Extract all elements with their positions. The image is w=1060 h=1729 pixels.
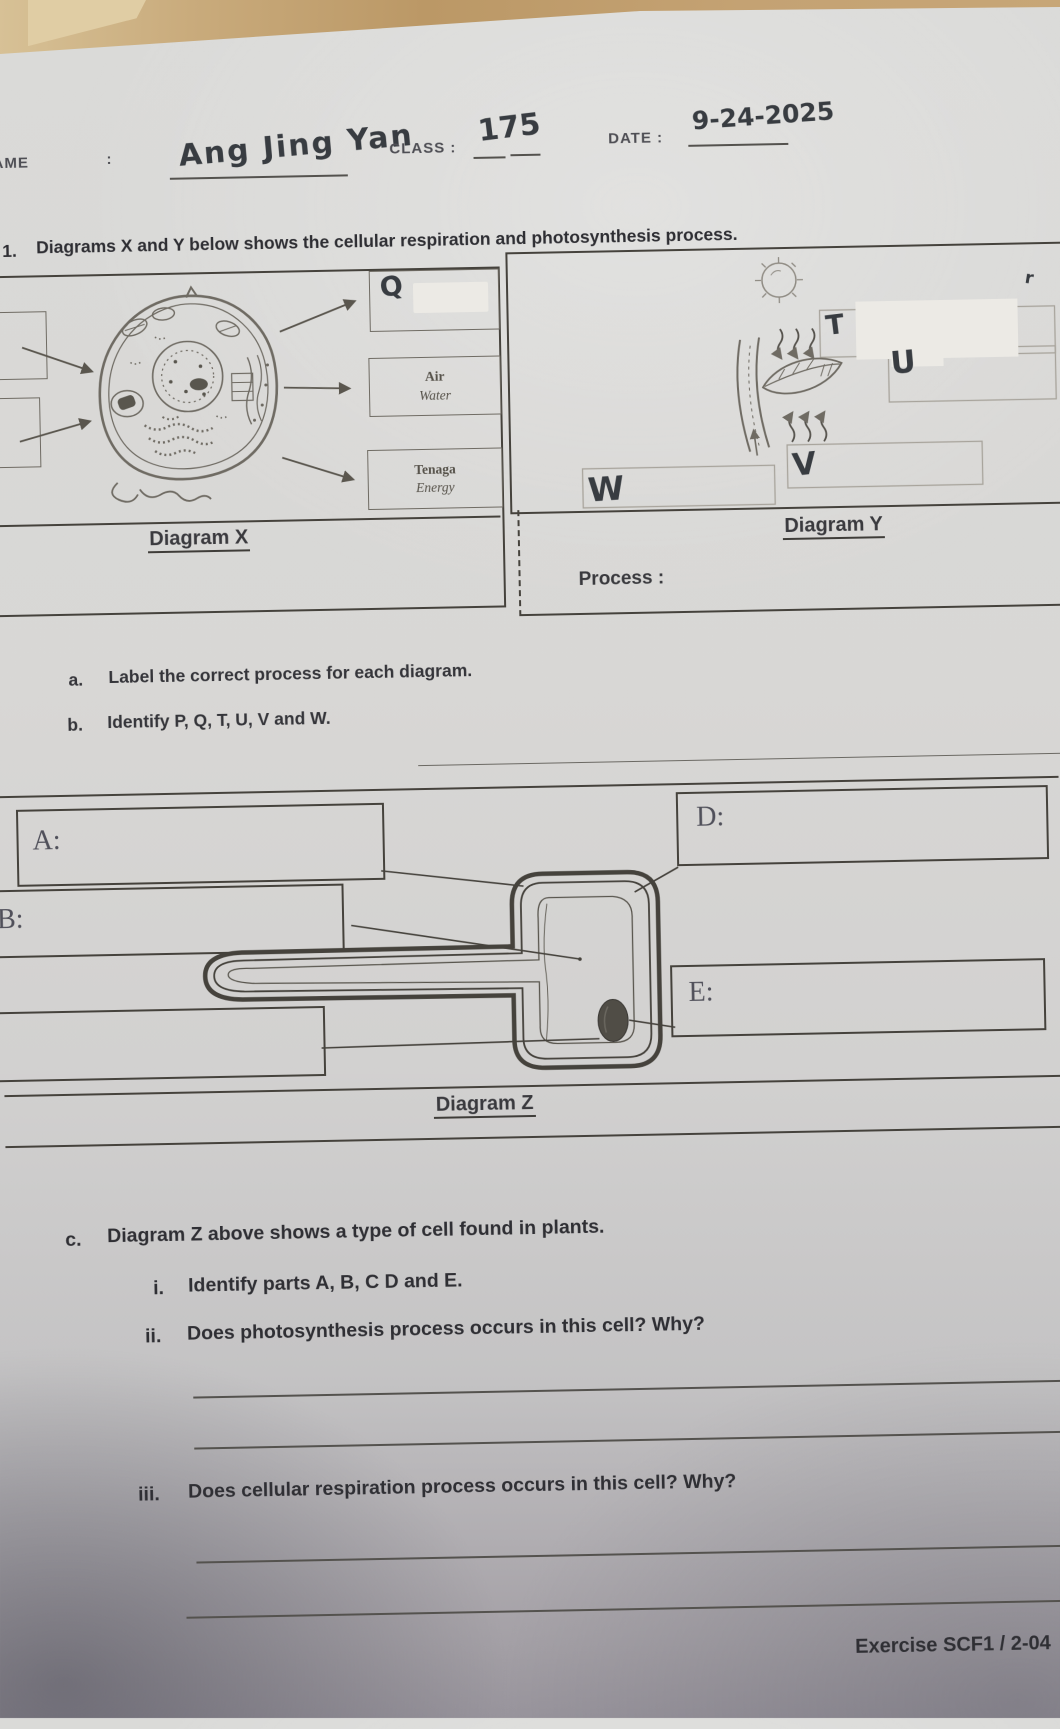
task-b-number: b. (67, 714, 84, 735)
gas-exchange-arrows (770, 327, 828, 443)
diagram-z-caption: Diagram Z (404, 1091, 564, 1119)
item-ii-number: ii. (144, 1325, 162, 1348)
name-underline (169, 174, 348, 180)
class-underline-1 (473, 156, 506, 159)
leaf-drawing (581, 257, 1057, 509)
task-b-text: Identify P, Q, T, U, V and W. (107, 707, 331, 733)
item-i-number: i. (152, 1277, 165, 1300)
label-box-e: E: (670, 958, 1047, 1038)
item-ii-text: Does photosynthesis process occurs in th… (186, 1312, 706, 1345)
diagram-y-caption: Diagram Y (763, 513, 903, 541)
handwritten-u: U (888, 343, 918, 382)
answer-line (186, 1599, 1060, 1619)
handwritten-t: T (823, 309, 847, 343)
name-colon: : (106, 150, 113, 168)
correction-fluid-patch (891, 339, 944, 367)
task-a-number: a. (68, 669, 84, 690)
section-c-number: c. (65, 1228, 82, 1251)
class-handwritten-value: 175 (476, 106, 543, 149)
stem-and-leaf (736, 337, 843, 456)
handwritten-w: W (586, 468, 626, 510)
diagram-z-top-thin-line (418, 752, 1060, 767)
cell-drawing (19, 285, 357, 503)
label-b: B: (0, 903, 24, 936)
date-handwritten-value: 9-24-2025 (690, 96, 836, 136)
label-a: A: (32, 825, 61, 857)
answer-line (196, 1544, 1060, 1564)
task-a-text: Label the correct process for each diagr… (108, 660, 473, 688)
item-i-text: Identify parts A, B, C D and E. (187, 1269, 463, 1297)
section-c-text: Diagram Z above shows a type of cell fou… (106, 1215, 605, 1248)
handwritten-v: V (790, 445, 819, 484)
animal-cell-sketch (98, 285, 279, 503)
date-label: DATE : (608, 129, 664, 148)
pointer-arrows (19, 299, 357, 483)
item-iii-number: iii. (137, 1483, 161, 1506)
nucleus (597, 998, 629, 1042)
label-box-d: D: (675, 785, 1050, 867)
item-iii-text: Does cellular respiration process occurs… (187, 1470, 737, 1503)
name-handwritten-value: Ang Jing Yan (177, 117, 416, 174)
class-label: CLASS : (389, 139, 457, 158)
answer-line (193, 1379, 1060, 1399)
class-underline-2 (510, 153, 541, 157)
root-hair-cell-drawing (202, 866, 679, 1070)
process-label: Process : (578, 567, 665, 591)
question1-number: 1. (2, 240, 18, 262)
footer-exercise-code: Exercise SCF1 / 2-04 (854, 1632, 1052, 1658)
date-underline (688, 142, 789, 147)
answer-line (194, 1430, 1060, 1450)
name-label: AME (0, 154, 30, 173)
diagram-z-caption-underline-rule (5, 1125, 1060, 1149)
sun-icon (754, 257, 803, 304)
leader-lines (321, 866, 679, 1049)
label-d: D: (695, 801, 725, 833)
